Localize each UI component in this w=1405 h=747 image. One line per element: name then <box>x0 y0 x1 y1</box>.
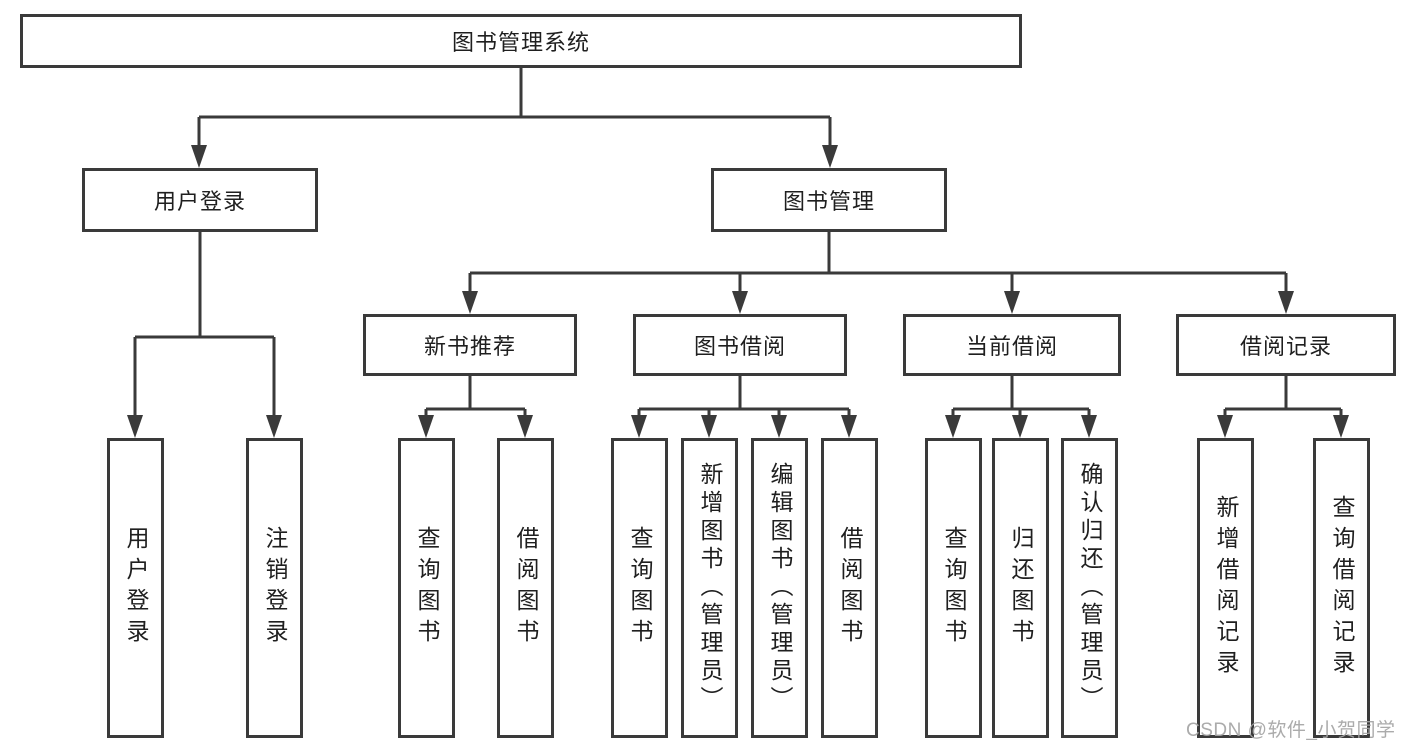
leaf-add-book-admin-label: 新增图书（管理员） <box>697 462 723 714</box>
leaf-return-book-label: 归还图书 <box>1008 526 1034 650</box>
leaf-borrow-books: 借阅图书 <box>821 438 878 738</box>
leaf-borrow-books-label: 借阅图书 <box>837 526 863 650</box>
leaf-add-book-admin: 新增图书（管理员） <box>681 438 738 738</box>
node-new-book-recommend: 新书推荐 <box>363 314 577 376</box>
leaf-add-borrow-record-label: 新增借阅记录 <box>1213 495 1239 681</box>
node-user-login: 用户登录 <box>82 168 318 232</box>
node-current-borrowing: 当前借阅 <box>903 314 1121 376</box>
leaf-query-books-recommend-label: 查询图书 <box>414 526 440 650</box>
node-book-management: 图书管理 <box>711 168 947 232</box>
leaf-borrow-books-recommend: 借阅图书 <box>497 438 554 738</box>
leaf-query-books-borrowing: 查询图书 <box>611 438 668 738</box>
csdn-watermark: CSDN @软件_小贺同学 <box>1186 720 1396 741</box>
leaf-edit-book-admin-label: 编辑图书（管理员） <box>767 462 793 714</box>
leaf-query-books-current: 查询图书 <box>925 438 982 738</box>
leaf-return-book: 归还图书 <box>992 438 1049 738</box>
leaf-query-books-borrowing-label: 查询图书 <box>627 526 653 650</box>
leaf-confirm-return-admin: 确认归还（管理员） <box>1061 438 1118 738</box>
leaf-logout-label: 注销登录 <box>262 526 288 650</box>
arrowheads <box>127 145 1349 438</box>
leaf-confirm-return-admin-label: 确认归还（管理员） <box>1077 462 1103 714</box>
node-root: 图书管理系统 <box>20 14 1022 68</box>
leaf-query-borrow-record: 查询借阅记录 <box>1313 438 1370 738</box>
node-borrowing-records: 借阅记录 <box>1176 314 1396 376</box>
node-book-borrowing: 图书借阅 <box>633 314 847 376</box>
leaf-logout: 注销登录 <box>246 438 303 738</box>
leaf-user-login-label: 用户登录 <box>123 526 149 650</box>
leaf-query-books-current-label: 查询图书 <box>941 526 967 650</box>
leaf-add-borrow-record: 新增借阅记录 <box>1197 438 1254 738</box>
leaf-query-books-recommend: 查询图书 <box>398 438 455 738</box>
leaf-edit-book-admin: 编辑图书（管理员） <box>751 438 808 738</box>
leaf-query-borrow-record-label: 查询借阅记录 <box>1329 495 1355 681</box>
leaf-borrow-books-recommend-label: 借阅图书 <box>513 526 539 650</box>
leaf-user-login: 用户登录 <box>107 438 164 738</box>
